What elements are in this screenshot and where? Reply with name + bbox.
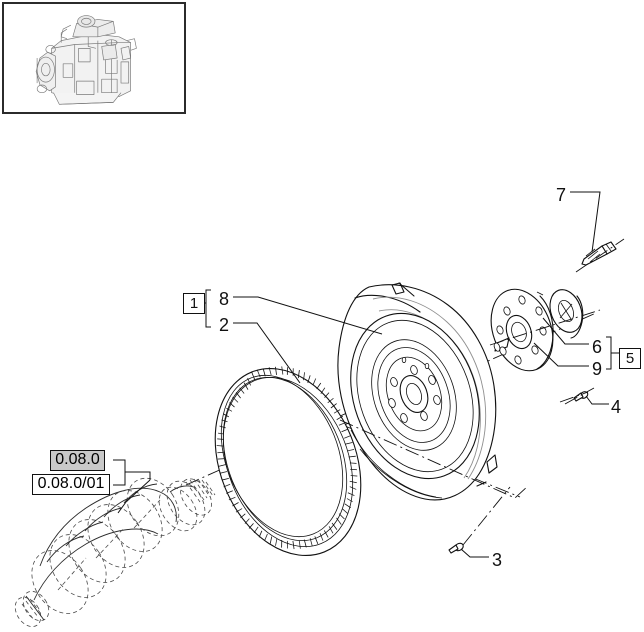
flywheel-part [337, 282, 498, 501]
alignment-centerlines [339, 309, 601, 546]
section-ref-008001[interactable]: 0.08.0/01 [32, 474, 110, 495]
callout-6[interactable]: 6 [592, 337, 603, 357]
callout-8[interactable]: 8 [219, 289, 230, 309]
callout-3[interactable]: 3 [492, 550, 503, 570]
callout-7[interactable]: 7 [556, 185, 567, 205]
dowel-pin-lower-part [448, 542, 464, 554]
group-box-1[interactable]: 1 [183, 293, 205, 314]
callout-4[interactable]: 4 [611, 397, 622, 417]
flange-bolt-part [575, 238, 625, 273]
section-ref-0080[interactable]: 0.08.0 [50, 450, 105, 471]
spacer-ring-part [549, 289, 584, 339]
hub-flange-part [490, 288, 554, 372]
engine-thumbnail-frame [2, 2, 186, 114]
leader-lines [113, 191, 619, 558]
group-box-5[interactable]: 5 [619, 348, 641, 369]
starter-ring-gear-part [214, 366, 362, 557]
callout-2[interactable]: 2 [219, 315, 230, 335]
crankshaft-phantom [14, 477, 216, 628]
callout-9[interactable]: 9 [592, 359, 603, 379]
engine-thumbnail-drawing [35, 15, 137, 105]
